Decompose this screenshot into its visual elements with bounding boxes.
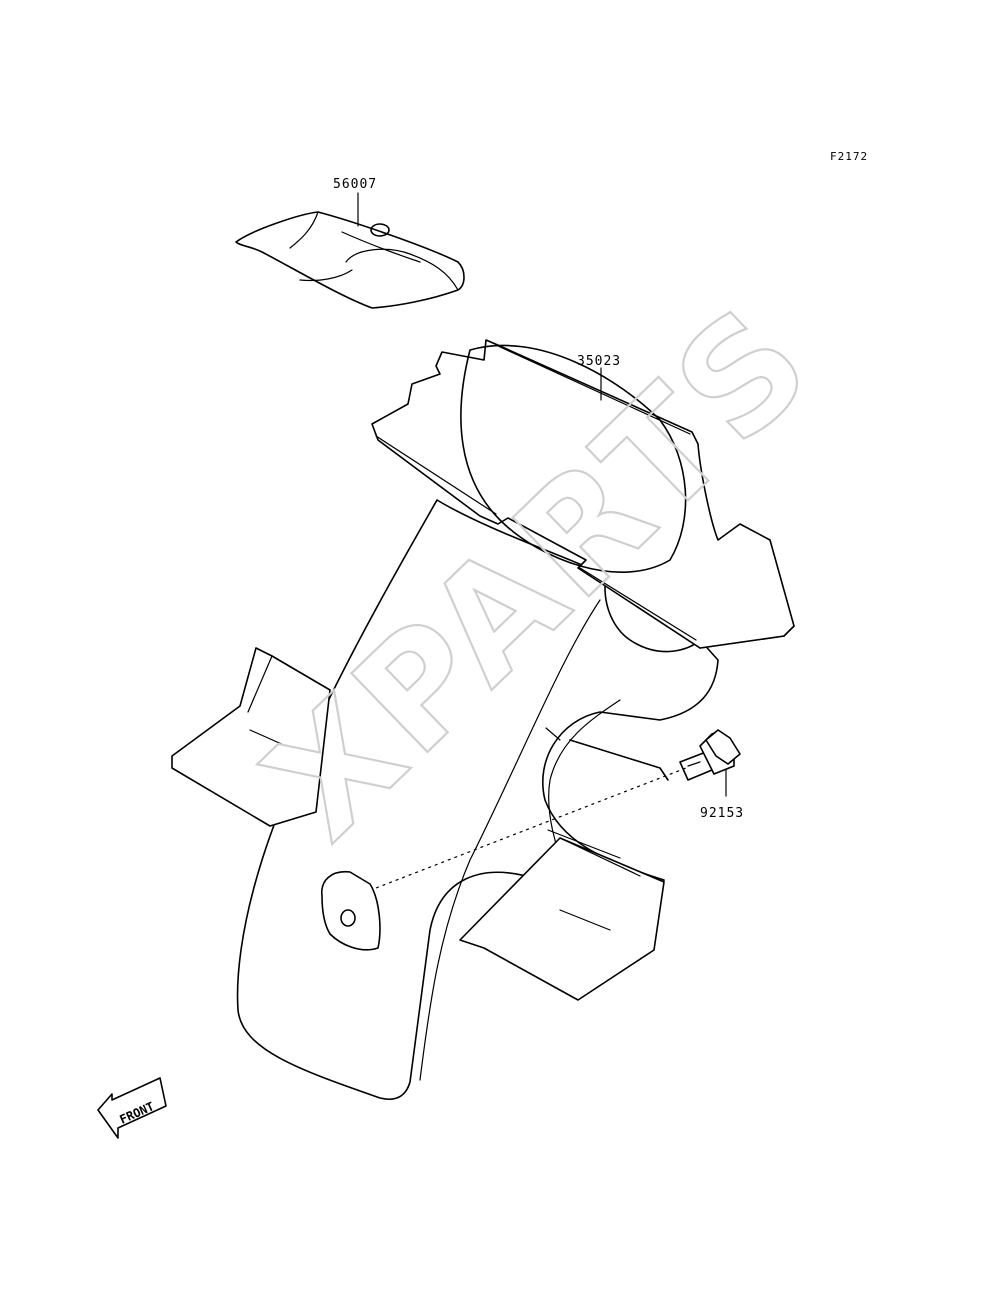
part-35023-drawing bbox=[171, 339, 795, 1100]
part-number-92153: 92153 bbox=[700, 806, 744, 821]
part-number-35023: 35023 bbox=[577, 354, 621, 369]
part-number-56007: 56007 bbox=[333, 177, 377, 192]
front-label: FRONT bbox=[118, 1099, 157, 1126]
part-56007-drawing bbox=[235, 211, 465, 309]
figure-id-label: F2172 bbox=[830, 150, 868, 163]
part-92153-drawing bbox=[679, 729, 741, 781]
front-arrow-icon: FRONT bbox=[97, 1077, 167, 1139]
